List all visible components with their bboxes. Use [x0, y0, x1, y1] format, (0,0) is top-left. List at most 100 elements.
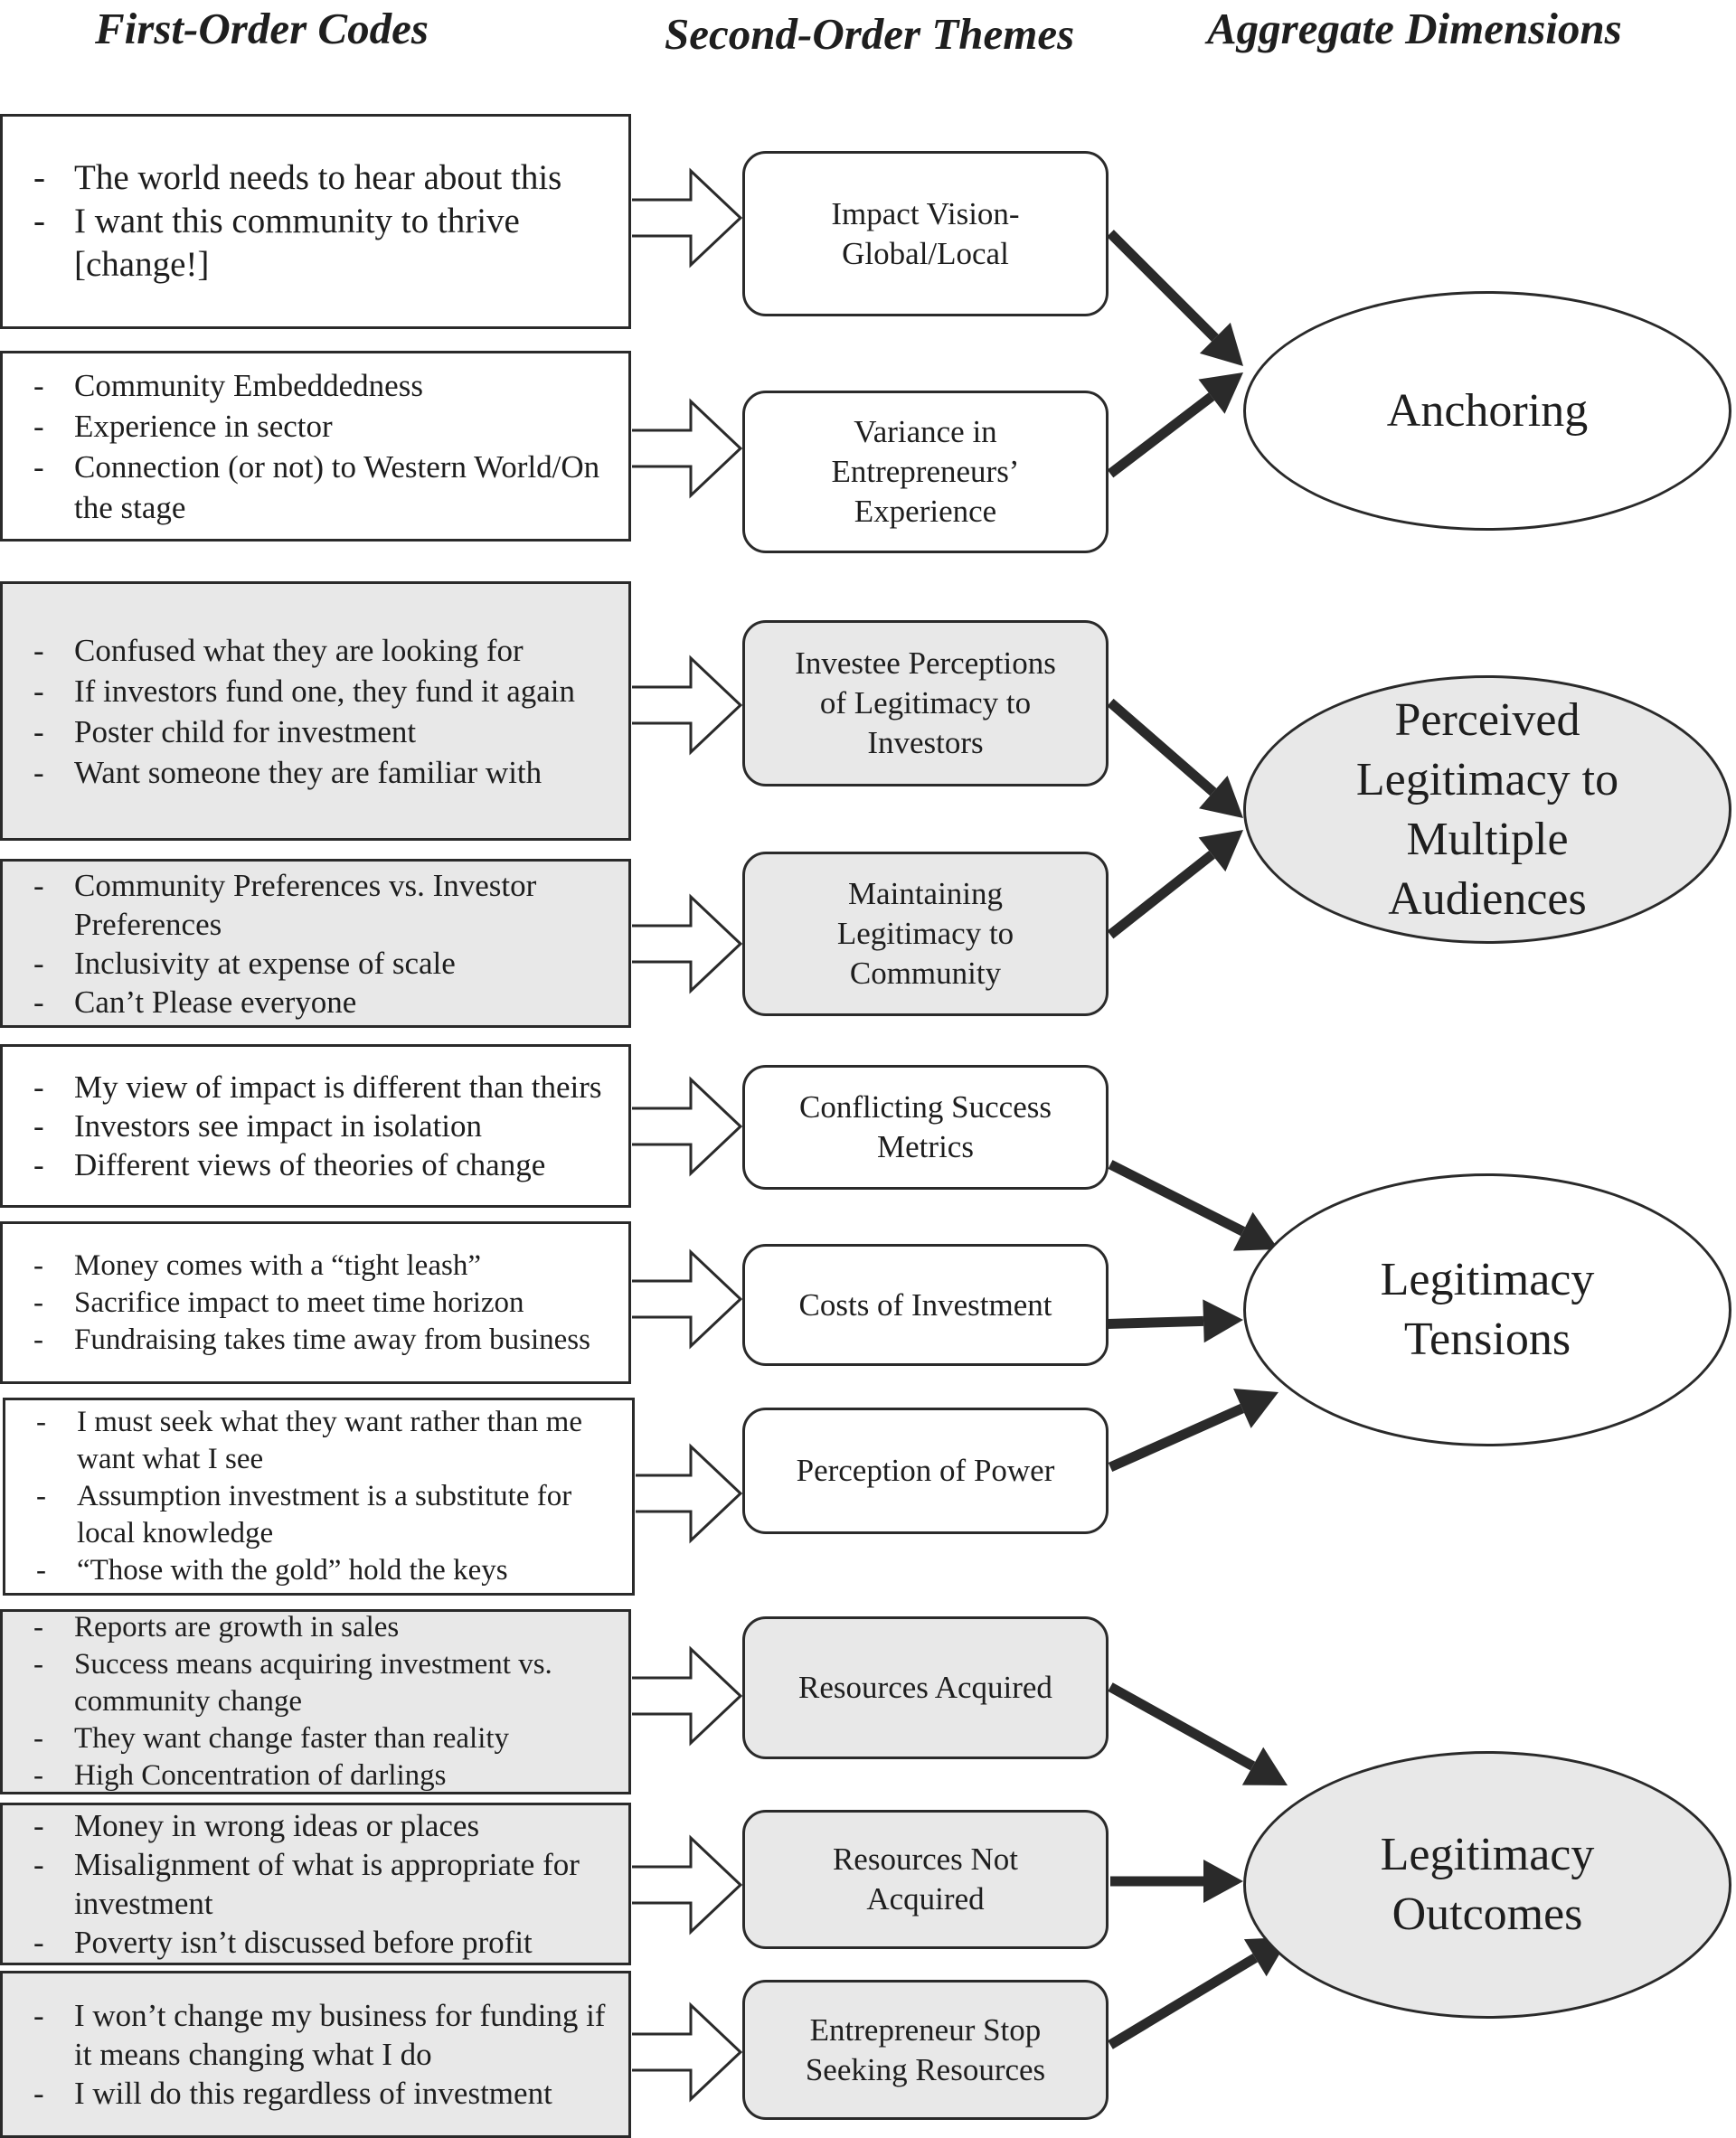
connector-arrow — [1108, 1389, 1278, 1473]
dimension-label: Perceived Legitimacy to Multiple Audienc… — [1355, 693, 1619, 925]
block-arrow — [632, 655, 743, 756]
code-item: “Those with the gold” hold the keys — [36, 1552, 627, 1589]
second-order-theme-box: Resources Not Acquired — [742, 1810, 1109, 1949]
code-item: Assumption investment is a substitute fo… — [36, 1478, 627, 1552]
code-item: Reports are growth in sales — [33, 1609, 623, 1646]
aggregate-dimension-ellipse: Anchoring — [1243, 291, 1731, 531]
code-item: Want someone they are familiar with — [33, 752, 623, 793]
first-order-code-box: My view of impact is different than thei… — [0, 1044, 631, 1208]
code-item: Fundraising takes time away from busines… — [33, 1322, 623, 1359]
code-item: My view of impact is different than thei… — [33, 1068, 623, 1107]
code-item: Experience in sector — [33, 406, 623, 447]
theme-label: Resources Acquired — [798, 1670, 1052, 1705]
code-list: Money in wrong ideas or placesMisalignme… — [33, 1806, 623, 1962]
connector-arrow — [1107, 830, 1243, 939]
first-order-code-box: Confused what they are looking forIf inv… — [0, 581, 631, 841]
second-order-theme-box: Maintaining Legitimacy to Community — [742, 852, 1109, 1016]
code-item: I won’t change my business for funding i… — [33, 1996, 623, 2074]
code-item: Money comes with a “tight leash” — [33, 1248, 623, 1285]
theme-label: Perception of Power — [796, 1453, 1055, 1488]
block-arrow — [632, 893, 743, 994]
block-arrow — [632, 398, 743, 499]
code-item: If investors fund one, they fund it agai… — [33, 671, 623, 711]
second-order-theme-box: Perception of Power — [742, 1408, 1109, 1534]
code-item: Different views of theories of change — [33, 1145, 623, 1184]
code-item: They want change faster than reality — [33, 1720, 623, 1757]
block-arrow — [632, 2001, 743, 2103]
block-arrow — [632, 1645, 743, 1747]
connector-arrow — [1107, 230, 1243, 366]
aggregate-dimension-ellipse: Legitimacy Outcomes — [1243, 1751, 1731, 2019]
dimension-label: Legitimacy Tensions — [1380, 1254, 1595, 1365]
connector-arrow — [1107, 372, 1243, 478]
block-arrow — [632, 1834, 743, 1936]
second-order-theme-box: Conflicting Success Metrics — [742, 1065, 1109, 1190]
second-order-theme-box: Impact Vision- Global/Local — [742, 151, 1109, 316]
code-item: Misalignment of what is appropriate for … — [33, 1845, 623, 1923]
header-aggregate-dimensions: Aggregate Dimensions — [1207, 4, 1622, 53]
first-order-code-box: Community Preferences vs. Investor Prefe… — [0, 859, 631, 1028]
connector-arrow — [1108, 1682, 1288, 1785]
code-item: Confused what they are looking for — [33, 630, 623, 671]
code-item: Poster child for investment — [33, 711, 623, 752]
code-list: Community Preferences vs. Investor Prefe… — [33, 866, 623, 1022]
block-arrow — [632, 1076, 743, 1177]
theme-label: Resources Not Acquired — [832, 1841, 1019, 1917]
code-list: Confused what they are looking forIf inv… — [33, 630, 623, 793]
connector-arrow — [1107, 698, 1243, 818]
code-item: Can’t Please everyone — [33, 983, 623, 1022]
second-order-theme-box: Investee Perceptions of Legitimacy to In… — [742, 620, 1109, 786]
first-order-code-box: The world needs to hear about thisI want… — [0, 114, 631, 329]
theme-label: Maintaining Legitimacy to Community — [836, 876, 1014, 991]
theme-label: Impact Vision- Global/Local — [831, 195, 1020, 271]
first-order-code-box: I must seek what they want rather than m… — [3, 1398, 635, 1596]
second-order-theme-box: Variance in Entrepreneurs’ Experience — [742, 391, 1109, 553]
code-item: Success means acquiring investment vs. c… — [33, 1646, 623, 1720]
code-item: The world needs to hear about this — [33, 156, 623, 200]
aggregate-dimension-ellipse: Perceived Legitimacy to Multiple Audienc… — [1243, 675, 1731, 944]
first-order-code-box: Money comes with a “tight leash”Sacrific… — [0, 1221, 631, 1384]
first-order-code-box: I won’t change my business for funding i… — [0, 1971, 631, 2138]
code-item: Inclusivity at expense of scale — [33, 944, 623, 983]
connector-arrow — [1108, 1937, 1289, 2049]
first-order-code-box: Community EmbeddednessExperience in sect… — [0, 351, 631, 542]
code-item: Sacrifice impact to meet time horizon — [33, 1285, 623, 1322]
theme-label: Variance in Entrepreneurs’ Experience — [831, 414, 1020, 529]
code-item: Connection (or not) to Western World/On … — [33, 447, 623, 528]
theme-label: Entrepreneur Stop Seeking Resources — [805, 2011, 1046, 2087]
second-order-theme-box: Resources Acquired — [742, 1616, 1109, 1759]
header-first-order-codes: First-Order Codes — [95, 4, 429, 53]
dimension-label: Legitimacy Outcomes — [1380, 1829, 1595, 1940]
code-list: I won’t change my business for funding i… — [33, 1996, 623, 2113]
code-item: Investors see impact in isolation — [33, 1107, 623, 1145]
code-list: I must seek what they want rather than m… — [36, 1404, 627, 1589]
header-second-order-themes: Second-Order Themes — [665, 9, 1075, 59]
theme-label: Conflicting Success Metrics — [799, 1089, 1052, 1164]
code-item: Money in wrong ideas or places — [33, 1806, 623, 1845]
block-arrow — [632, 1248, 743, 1350]
code-list: Reports are growth in salesSuccess means… — [33, 1609, 623, 1794]
aggregate-dimension-ellipse: Legitimacy Tensions — [1243, 1173, 1731, 1446]
second-order-theme-box: Entrepreneur Stop Seeking Resources — [742, 1980, 1109, 2120]
code-item: Poverty isn’t discussed before profit — [33, 1923, 623, 1962]
connector-arrow — [1108, 1160, 1278, 1251]
code-list: My view of impact is different than thei… — [33, 1068, 623, 1184]
code-item: High Concentration of darlings — [33, 1757, 623, 1794]
block-arrow — [632, 167, 743, 268]
code-item: I want this community to thrive [change!… — [33, 200, 623, 287]
theme-label: Costs of Investment — [798, 1286, 1052, 1323]
connector-arrow — [1110, 1860, 1243, 1903]
dimension-label: Anchoring — [1386, 384, 1589, 437]
block-arrow — [636, 1443, 743, 1544]
first-order-code-box: Reports are growth in salesSuccess means… — [0, 1609, 631, 1794]
theme-label: Investee Perceptions of Legitimacy to In… — [795, 645, 1056, 760]
code-list: Money comes with a “tight leash”Sacrific… — [33, 1248, 623, 1359]
code-list: The world needs to hear about thisI want… — [33, 156, 623, 287]
connector-arrow — [1091, 1299, 1243, 1343]
code-item: Community Preferences vs. Investor Prefe… — [33, 866, 623, 944]
code-list: Community EmbeddednessExperience in sect… — [33, 365, 623, 528]
code-item: I will do this regardless of investment — [33, 2074, 623, 2113]
second-order-theme-box: Costs of Investment — [742, 1244, 1109, 1366]
